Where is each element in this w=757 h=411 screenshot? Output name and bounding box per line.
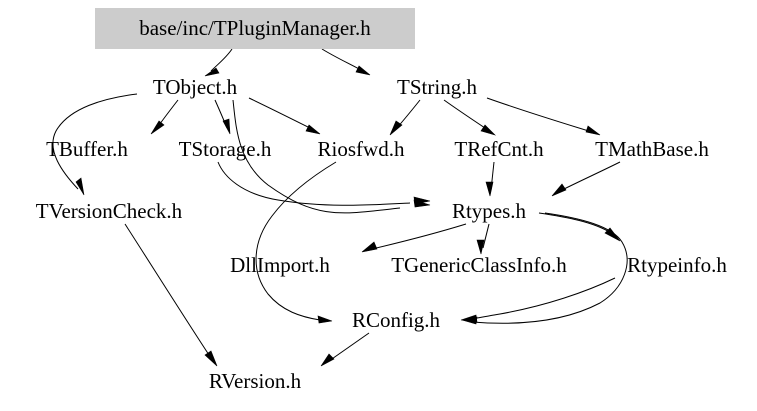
node-Riosfwd[interactable]: Riosfwd.h <box>305 136 417 162</box>
edge-TString-to-TMathBase <box>486 97 601 136</box>
node-RVersion[interactable]: RVersion.h <box>193 368 317 394</box>
edge-Rtypes-to-TGenericClassInfo <box>476 223 490 255</box>
node-TPluginManager[interactable]: base/inc/TPluginManager.h <box>95 8 415 49</box>
edge-Rtypes-to-Rtypeinfo <box>538 212 621 242</box>
node-label: TGenericClassInfo.h <box>391 252 567 277</box>
node-TBuffer[interactable]: TBuffer.h <box>32 136 142 162</box>
node-Rtypes[interactable]: Rtypes.h <box>437 198 541 224</box>
node-TMathBase[interactable]: TMathBase.h <box>578 136 726 162</box>
edge-TMathBase-to-Rtypes <box>551 161 621 197</box>
node-label: Riosfwd.h <box>317 136 405 161</box>
node-label: base/inc/TPluginManager.h <box>139 16 371 40</box>
node-label: TRefCnt.h <box>454 136 544 161</box>
node-TString[interactable]: TString.h <box>383 74 491 100</box>
node-TGenericClassInfo[interactable]: TGenericClassInfo.h <box>356 252 602 278</box>
edge-Rtypeinfo-to-RConfig <box>460 277 616 323</box>
node-label: TBuffer.h <box>46 136 128 161</box>
node-label: TString.h <box>397 74 477 99</box>
edge-TObject-to-Riosfwd <box>248 97 321 135</box>
node-RConfig[interactable]: RConfig.h <box>337 307 455 333</box>
node-label: TStorage.h <box>178 136 272 161</box>
edge-TObject-to-TVersionCheck <box>52 93 138 196</box>
edge-TString-to-Riosfwd <box>389 99 421 136</box>
node-DllImport[interactable]: DllImport.h <box>214 252 346 278</box>
edge-TObject-to-TStorage <box>214 99 231 135</box>
node-label: TObject.h <box>152 74 238 99</box>
edge-TPluginManager-to-TString <box>321 48 371 76</box>
edge-TVersionCheck-to-RVersion <box>124 223 218 367</box>
node-Rtypeinfo[interactable]: Rtypeinfo.h <box>612 252 742 278</box>
edge-Riosfwd-to-RConfig <box>255 161 337 324</box>
node-TObject[interactable]: TObject.h <box>138 74 252 100</box>
node-TVersionCheck[interactable]: TVersionCheck.h <box>11 198 207 224</box>
edge-TString-to-TRefCnt <box>443 99 497 136</box>
node-label: TMathBase.h <box>595 136 709 161</box>
edge-TPluginManager-to-TObject <box>204 48 233 77</box>
node-label: Rtypeinfo.h <box>627 252 727 277</box>
node-label: DllImport.h <box>230 252 330 277</box>
edge-TRefCnt-to-Rtypes <box>485 161 495 197</box>
node-TStorage[interactable]: TStorage.h <box>164 136 286 162</box>
edge-Rtypes-to-DllImport <box>361 223 467 253</box>
node-label: RVersion.h <box>208 368 302 393</box>
node-label: RConfig.h <box>351 307 441 332</box>
edge-RConfig-to-RVersion <box>320 332 370 367</box>
node-TRefCnt[interactable]: TRefCnt.h <box>441 136 557 162</box>
node-label: TVersionCheck.h <box>35 198 183 223</box>
edge-TObject-to-TBuffer <box>150 99 179 135</box>
edge-TStorage-to-Rtypes <box>217 161 431 206</box>
node-label: Rtypes.h <box>451 198 527 223</box>
